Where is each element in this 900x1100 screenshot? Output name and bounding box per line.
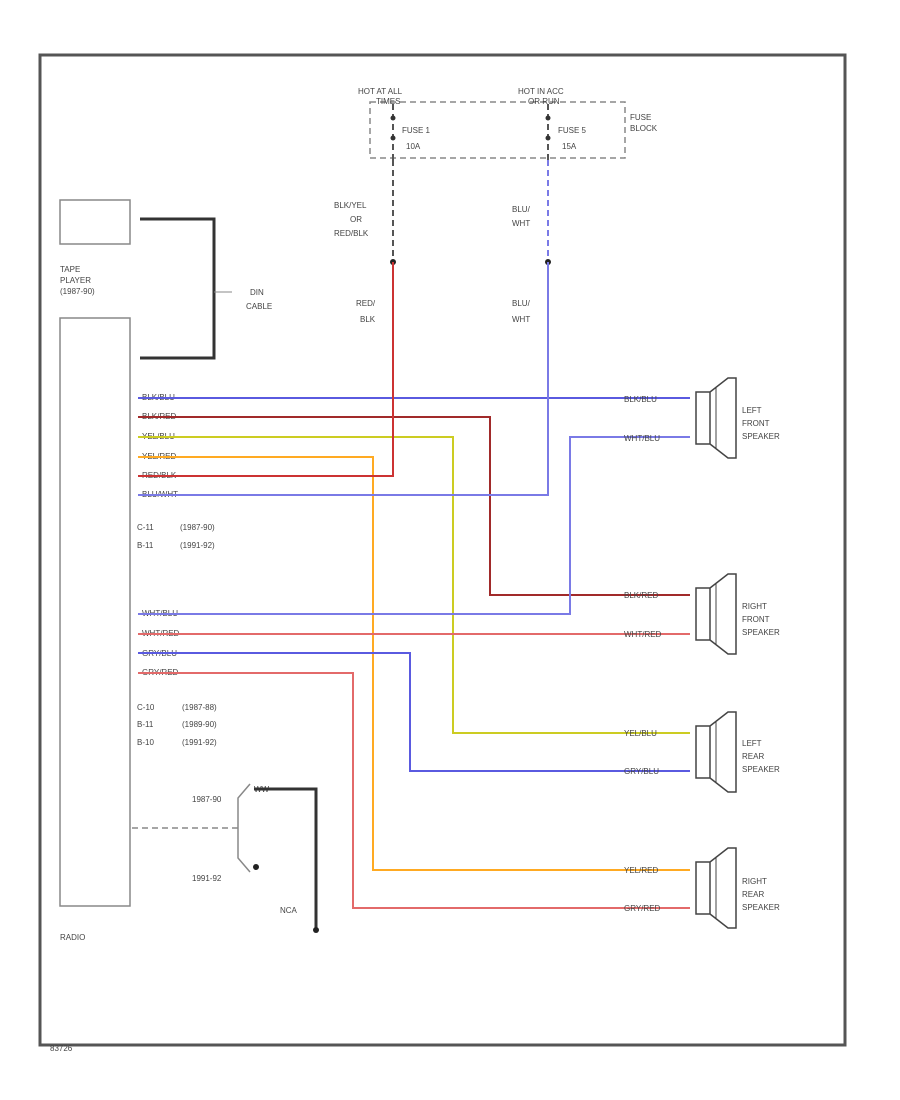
lf-speaker-name-2: FRONT — [742, 419, 770, 428]
wire-gry-blu — [138, 652, 690, 772]
speaker-icon — [695, 377, 737, 459]
wire-gry-red — [138, 672, 690, 909]
lr-speaker-name-1: LEFT — [742, 739, 762, 748]
connector-b11b-id: B-11 — [137, 720, 154, 729]
tape-player-label-2: PLAYER — [60, 276, 91, 285]
ground-year-1: 1987-90 — [192, 795, 222, 804]
rf-speaker-name-3: SPEAKER — [742, 628, 780, 637]
rr-speaker-name-3: SPEAKER — [742, 903, 780, 912]
connector-c11-years: (1987-90) — [180, 523, 215, 532]
lower-right-wire-color-2: WHT — [512, 315, 530, 324]
radio-box — [59, 317, 131, 907]
connector-b10-years: (1991-92) — [182, 738, 217, 747]
tape-player-box — [59, 199, 131, 245]
left-front-speaker: BLK/BLU WHT/BLU LEFT FRONT SPEAKER — [624, 377, 780, 459]
lr-wire-label-1: YEL/BLU — [624, 729, 657, 738]
upper-left-wire-color-3: RED/BLK — [334, 229, 369, 238]
ground-bracket — [237, 783, 251, 873]
rr-wire-label-2: GRY/RED — [624, 904, 661, 913]
upper-left-wire-color-2: OR — [350, 215, 362, 224]
rf-speaker-name-2: FRONT — [742, 615, 770, 624]
diagram-id: 83726 — [50, 1044, 73, 1053]
connector-c11-id: C-11 — [137, 523, 154, 532]
rf-wire-label-1: BLK/RED — [624, 591, 658, 600]
lf-speaker-name-3: SPEAKER — [742, 432, 780, 441]
lower-right-wire-color-1: BLU/ — [512, 299, 531, 308]
connector-c10-years: (1987-88) — [182, 703, 217, 712]
hot-at-all-times-label: HOT AT ALL — [358, 87, 403, 96]
diagram-border — [38, 53, 847, 1047]
rr-speaker-name-2: REAR — [742, 890, 764, 899]
right-front-speaker: BLK/RED WHT/RED RIGHT FRONT SPEAKER — [624, 573, 780, 655]
fuse-1-terminal-bottom — [390, 135, 396, 141]
speaker-icon — [695, 573, 737, 655]
radio-label: RADIO — [60, 933, 85, 942]
connector-b11-id: B-11 — [137, 541, 154, 550]
tape-player-label-1: TAPE — [60, 265, 80, 274]
lr-speaker-name-3: SPEAKER — [742, 765, 780, 774]
connector-b11-years: (1991-92) — [180, 541, 215, 550]
nca-label: NCA — [280, 906, 298, 915]
wire-yel-blu — [138, 436, 690, 734]
rr-speaker-name-1: RIGHT — [742, 877, 767, 886]
wire-blu-wht — [138, 262, 549, 496]
fuse-1-label: FUSE 1 — [402, 126, 431, 135]
fuse-5-terminal-top — [545, 115, 551, 121]
din-cable-label-1: DIN — [250, 288, 264, 297]
wire-red-blk — [138, 262, 394, 477]
din-cable-wire — [140, 217, 216, 360]
connector-b10-id: B-10 — [137, 738, 154, 747]
left-rear-speaker: YEL/BLU GRY/BLU LEFT REAR SPEAKER — [624, 711, 780, 793]
connector-b11b-years: (1989-90) — [182, 720, 217, 729]
lf-wire-label-1: BLK/BLU — [624, 395, 657, 404]
ground-point-nca — [313, 927, 319, 933]
fuse-1-terminal-top — [390, 115, 396, 121]
upper-right-wire-color-1: BLU/ — [512, 205, 531, 214]
din-cable-label-2: CABLE — [246, 302, 272, 311]
tape-player-label-3: (1987-90) — [60, 287, 95, 296]
hot-at-all-times-label-2: TIMES — [376, 97, 400, 106]
fuse-5-rating: 15A — [562, 142, 577, 151]
wire-blk-red — [138, 416, 690, 596]
lower-left-wire-color-1: RED/ — [356, 299, 376, 308]
fuse-block-outline — [369, 101, 626, 159]
upper-right-wire-color-2: WHT — [512, 219, 530, 228]
fuse-block-label: FUSE — [630, 113, 651, 122]
fuse-5-terminal-bottom — [545, 135, 551, 141]
rr-wire-label-1: YEL/RED — [624, 866, 658, 875]
wire-yel-red — [138, 456, 690, 871]
rf-wire-label-2: WHT/RED — [624, 630, 662, 639]
lr-wire-label-2: GRY/BLU — [624, 767, 659, 776]
fuse-1-rating: 10A — [406, 142, 421, 151]
lower-left-wire-color-2: BLK — [360, 315, 376, 324]
speaker-icon — [695, 847, 737, 929]
hot-in-acc-label: HOT IN ACC — [518, 87, 564, 96]
lr-speaker-name-2: REAR — [742, 752, 764, 761]
fuse-block: HOT AT ALL TIMES HOT IN ACC OR RUN FUSE … — [358, 87, 658, 160]
rf-speaker-name-1: RIGHT — [742, 602, 767, 611]
ground-point-1991 — [253, 864, 259, 870]
hot-in-acc-label-2: OR RUN — [528, 97, 560, 106]
connector-c10-id: C-10 — [137, 703, 155, 712]
lf-wire-label-2: WHT/BLU — [624, 434, 660, 443]
fuse-block-label-2: BLOCK — [630, 124, 658, 133]
ground-year-2: 1991-92 — [192, 874, 222, 883]
wire-wht-blu — [138, 436, 690, 615]
upper-left-wire-color-1: BLK/YEL — [334, 201, 367, 210]
right-rear-speaker: YEL/RED GRY/RED RIGHT REAR SPEAKER — [624, 847, 780, 929]
fuse-5-label: FUSE 5 — [558, 126, 587, 135]
speaker-icon — [695, 711, 737, 793]
ground-wire — [254, 787, 318, 928]
lf-speaker-name-1: LEFT — [742, 406, 762, 415]
